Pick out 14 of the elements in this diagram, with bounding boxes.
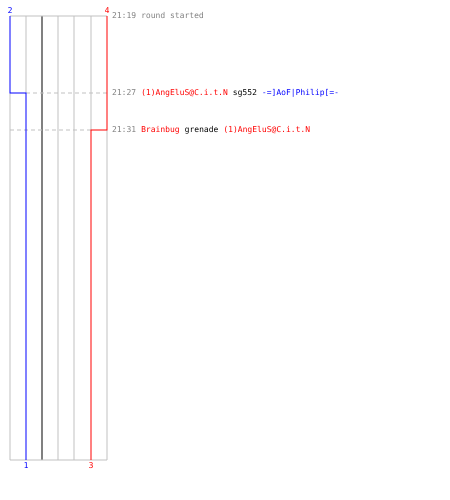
weapon-name: grenade: [184, 125, 218, 135]
event-text: round started: [141, 11, 204, 21]
team-count: 4: [104, 6, 110, 16]
team-count: 2: [8, 6, 12, 16]
timestamp: 21:19: [112, 11, 136, 21]
player-name: Brainbug: [141, 125, 180, 135]
player-name: -=]AoF|Philip[=-: [262, 88, 339, 98]
timestamp: 21:31: [112, 125, 136, 135]
team-count: 3: [88, 461, 94, 471]
timestamp: 21:27: [112, 88, 136, 98]
player-name: (1)AngEluS@C.i.t.N: [141, 88, 228, 98]
team-count: 1: [24, 461, 28, 471]
player-name: (1)AngEluS@C.i.t.N: [223, 125, 310, 135]
weapon-name: sg552: [232, 88, 257, 98]
